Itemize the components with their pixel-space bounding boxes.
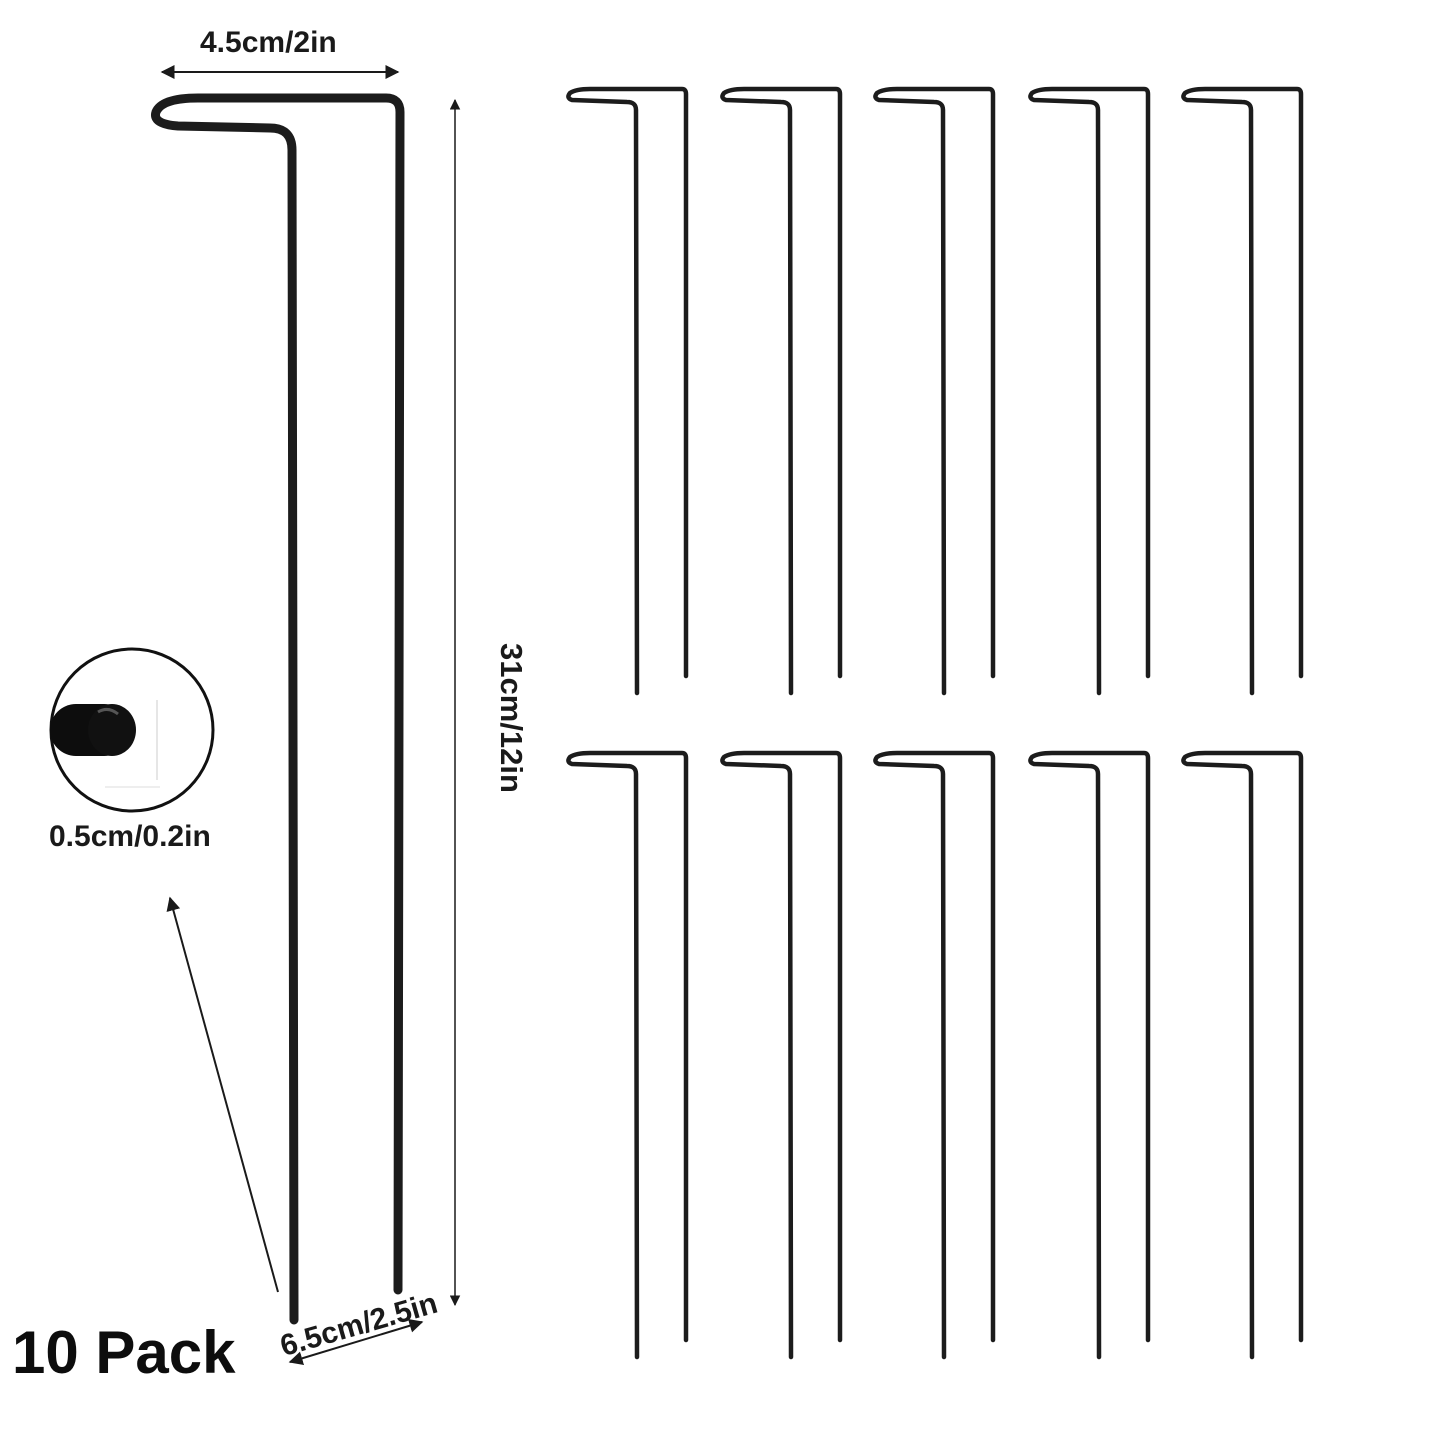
wire-diameter-label: 0.5cm/0.2in [49,820,211,853]
plant-support-stake-icon [1028,86,1151,696]
plant-support-stake-icon [720,750,843,1360]
height-label: 31cm/12in [494,643,529,793]
plant-support-stake-icon [873,750,996,1360]
plant-support-stake-icon [566,86,689,696]
plant-support-stake-icon [566,750,689,1360]
plant-support-stake-icon [1028,750,1151,1360]
plant-support-stake-icon [873,86,996,696]
large-stake [151,93,405,1325]
width-label: 4.5cm/2in [200,26,337,59]
plant-support-stake-icon [1181,750,1304,1360]
wire-cross-section-icon [49,647,215,813]
plant-support-stake-icon [1181,86,1304,696]
cross-section-pointer-arrow [166,896,279,1293]
depth-dimension-arrow [288,1318,424,1366]
pack-count-label: 10 Pack [12,1319,236,1386]
stake-grid [566,86,1304,1360]
plant-support-stake-icon [720,86,843,696]
